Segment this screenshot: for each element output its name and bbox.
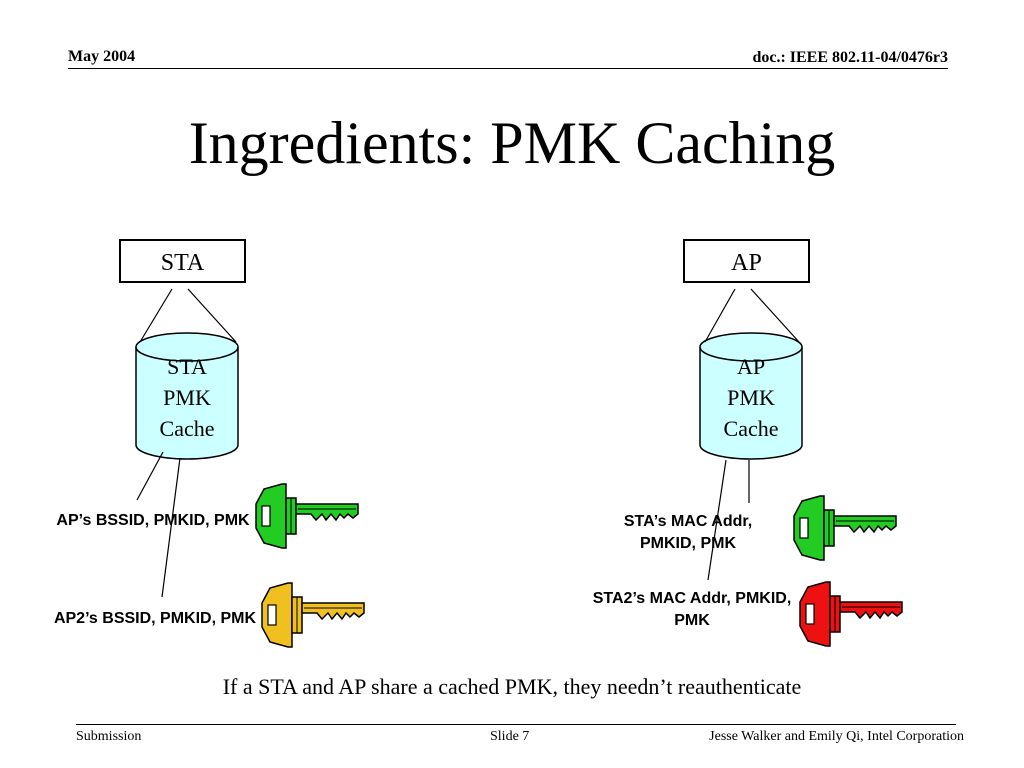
ap-cache-line-3: Cache [723, 416, 779, 441]
ap-cache-line-1: AP [736, 354, 766, 379]
sta-box: STA [119, 239, 246, 283]
footer-authors: Jesse Walker and Emily Qi, Intel Corpora… [709, 729, 964, 744]
sta-cache-cylinder [135, 332, 239, 460]
sta-entry-1-key-icon [255, 483, 359, 549]
footer-slide-number: Slide 7 [490, 729, 530, 744]
ap-cache-label: AP PMK Cache [700, 351, 802, 444]
sta-entry-2-label: AP2’s BSSID, PMKID, PMK [53, 610, 257, 627]
ap-entry-2-label: STA2’s MAC Addr, PMKID, PMK [592, 590, 792, 629]
sta-cache-line-3: Cache [159, 416, 215, 441]
ap-cache-line-2: PMK [727, 385, 775, 410]
slide-caption: If a STA and AP share a cached PMK, they… [222, 674, 802, 699]
sta-entry-connector-1 [136, 451, 164, 501]
sta-entry-2-key-icon [261, 582, 365, 648]
ap-entry-1-label: STA’s MAC Addr, PMKID, PMK [623, 513, 753, 552]
ap-connector-left [704, 288, 736, 343]
ap-connector-right [750, 288, 800, 343]
sta-cache-line-2: PMK [163, 385, 211, 410]
ap-entry-1-key-icon [793, 495, 897, 561]
ap-cache-cylinder [699, 332, 803, 460]
sta-entry-1-label: AP’s BSSID, PMKID, PMK [56, 512, 250, 529]
sta-cache-label: STA PMK Cache [136, 351, 238, 444]
sta-connector-right [187, 288, 237, 343]
sta-cache-line-1: STA [167, 354, 207, 379]
sta-connector-left [139, 288, 173, 343]
slide-title: Ingredients: PMK Caching [188, 110, 836, 176]
sta-entry-connector-2 [161, 457, 181, 598]
footer-rule [76, 724, 956, 725]
ap-box: AP [683, 239, 810, 283]
header-doc-id: doc.: IEEE 802.11-04/0476r3 [752, 49, 948, 66]
ap-entry-2-key-icon [799, 581, 903, 647]
header-date: May 2004 [68, 48, 136, 65]
footer-submission: Submission [76, 729, 142, 744]
header-rule [68, 68, 948, 69]
ap-entry-connector-2 [707, 459, 727, 581]
